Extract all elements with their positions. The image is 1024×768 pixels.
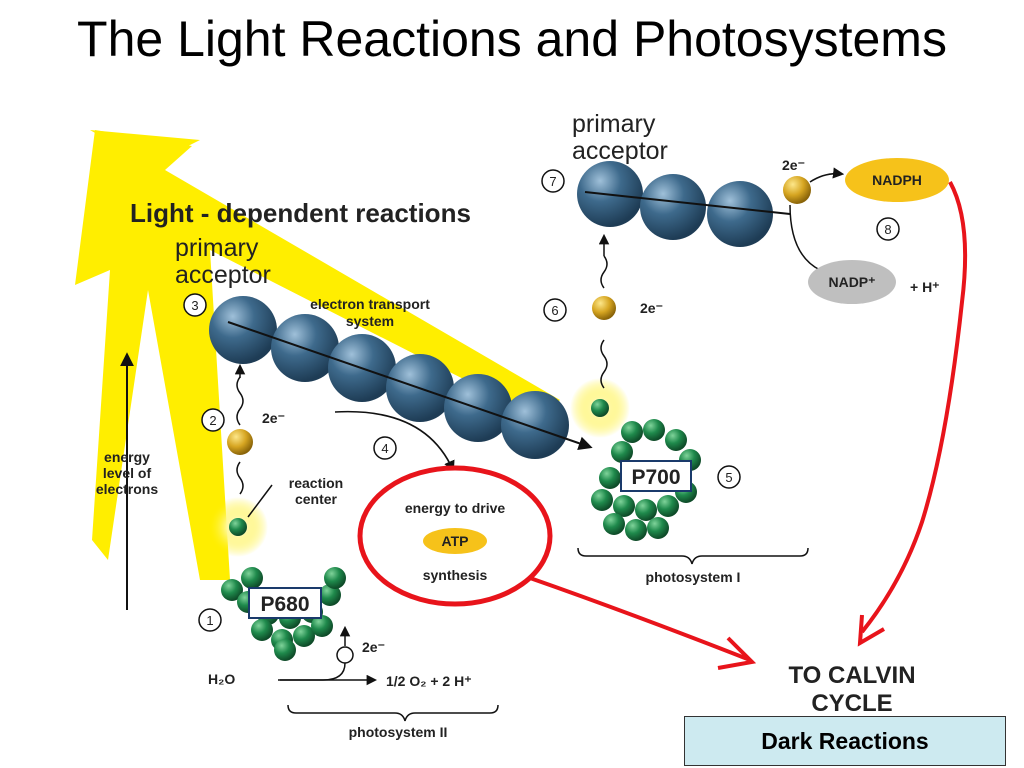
sunlight-rays — [75, 130, 560, 580]
atp-badge — [423, 528, 487, 554]
atp-to-calvin-arrow — [529, 576, 751, 662]
nadph-to-calvin-arrow — [860, 181, 968, 634]
reaction-center-label-2: center — [295, 491, 338, 507]
photosystem-ii-brace — [287, 704, 499, 722]
atp-label: ATP — [442, 533, 469, 549]
step-5-marker: 5 — [717, 465, 741, 489]
step-1-marker: 1 — [198, 608, 222, 632]
nadp-badge — [808, 260, 896, 304]
electron-pair-label-3: 2e⁻ — [640, 300, 663, 316]
step-7-marker: 7 — [541, 169, 565, 193]
p700-reaction-molecule — [591, 399, 609, 417]
p700-label-box — [620, 460, 692, 492]
electron-transport-chain — [209, 296, 593, 459]
primary-acceptor-label-1b: acceptor — [175, 261, 271, 289]
electron-transport-label-2: system — [346, 313, 394, 329]
svg-text:8: 8 — [884, 222, 891, 237]
ferredoxin-chain — [577, 161, 791, 247]
electron-pair-label: 2e⁻ — [262, 410, 285, 426]
step-4-marker: 4 — [373, 436, 397, 460]
dark-reactions-label: Dark Reactions — [761, 727, 929, 754]
electron-icon-3 — [783, 176, 811, 204]
svg-text:7: 7 — [549, 174, 556, 189]
svg-text:6: 6 — [551, 303, 558, 318]
step-8-marker: 8 — [876, 217, 900, 241]
nadph-badge — [845, 158, 949, 202]
primary-acceptor-label-2b: acceptor — [572, 137, 668, 165]
slide-title: The Light Reactions and Photosystems — [77, 11, 947, 67]
p700-label: P700 — [631, 466, 680, 489]
atp-label-bottom: synthesis — [423, 567, 488, 583]
step-6-marker: 6 — [543, 298, 567, 322]
step-3-marker: 3 — [183, 293, 207, 317]
p680-label: P680 — [260, 593, 309, 616]
electron-icon-2 — [592, 296, 616, 320]
p680-label-box — [248, 587, 322, 619]
photosystem-ii-label: photosystem II — [349, 724, 448, 740]
nadp-label: NADP⁺ — [828, 274, 875, 290]
photosystem-i-label: photosystem I — [646, 569, 741, 585]
products-label: 1/2 O₂ + 2 H⁺ — [386, 673, 472, 689]
photosystem-i-brace — [577, 547, 809, 565]
atp-label-top: energy to drive — [405, 500, 506, 516]
energy-level-label-3: electrons — [96, 481, 158, 497]
svg-text:1: 1 — [206, 613, 213, 628]
h-plus-label: + H⁺ — [910, 279, 940, 295]
energy-level-label-2: level of — [103, 465, 152, 481]
electron-transport-label: electron transport — [310, 296, 430, 312]
electron-pair-label-4: 2e⁻ — [782, 157, 805, 173]
calvin-cycle-label-2: CYCLE — [811, 690, 892, 717]
excitation-wave-1 — [236, 376, 244, 426]
dark-reactions-box: Dark Reactions — [684, 716, 1006, 766]
electron-icon — [227, 429, 253, 455]
reaction-center-molecule — [229, 518, 247, 536]
svg-text:5: 5 — [725, 470, 732, 485]
step-2-marker: 2 — [201, 408, 225, 432]
step-4-arrow — [334, 410, 455, 473]
calvin-cycle-label: TO CALVIN — [788, 662, 915, 689]
nadph-label: NADPH — [872, 172, 922, 188]
reaction-center-label: reaction — [289, 475, 343, 491]
water-label: H₂O — [208, 671, 235, 687]
light-dependent-banner: Light - dependent reactions — [130, 198, 471, 228]
electron-pair-label-2: 2e⁻ — [362, 639, 385, 655]
primary-acceptor-label-2: primary — [572, 110, 656, 138]
svg-text:2: 2 — [209, 413, 216, 428]
electron-open-icon — [336, 646, 354, 664]
energy-level-label: energy — [104, 449, 150, 465]
svg-text:3: 3 — [191, 298, 198, 313]
svg-text:4: 4 — [381, 441, 388, 456]
excitation-wave-2 — [600, 339, 608, 389]
primary-acceptor-label-1: primary — [175, 234, 259, 262]
